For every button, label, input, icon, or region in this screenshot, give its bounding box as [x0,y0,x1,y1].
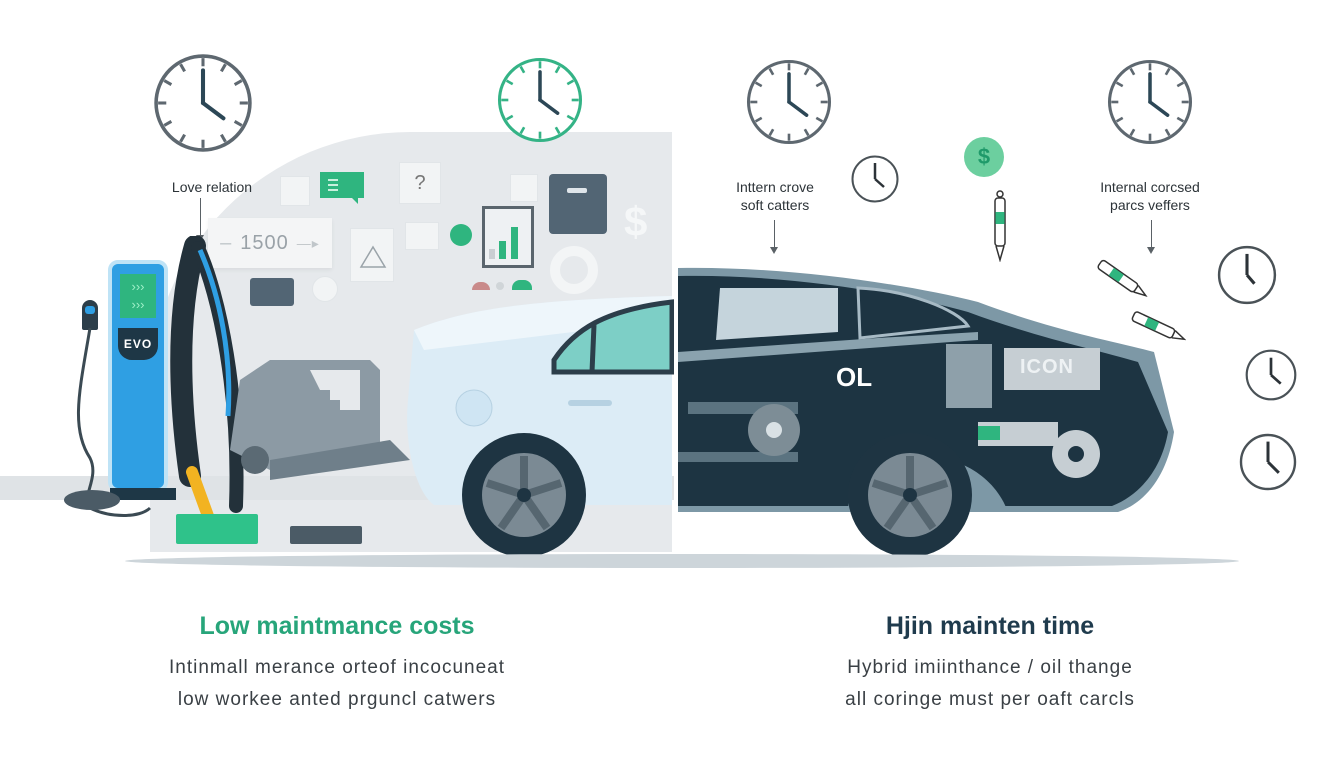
folder-icon [549,174,607,234]
left-heading: Low maintmance costs [199,612,475,640]
dollar-ghost-icon: $ [624,198,648,245]
green-battery-block [176,514,258,544]
warning-tile-icon [350,228,394,282]
left-text-line1: Intinmall merance orteof incocuneat [169,657,505,678]
charger-screen: ›››››› [120,274,156,318]
ground-shadow [125,554,1239,568]
engine-label-oil: OL [836,362,873,392]
charging-hose [170,236,244,522]
help-tile-icon: ? [399,162,441,204]
electric-car-illustration [407,296,674,557]
counter-display: –1500—▸ [208,218,332,268]
callout-arrow [1147,220,1155,254]
callout-arrow [770,220,778,254]
clock-icon-green [496,56,584,144]
charger-base [110,488,176,500]
counter-value: 1500 [240,231,289,254]
photo-tile-icon [280,176,310,206]
charger-brand-label: EVO [118,328,158,360]
clock-icon [1106,58,1194,146]
bar-chart-ghost-icon [510,174,538,202]
car-seat-interior [230,360,410,480]
spark-plug-icon [992,190,1008,262]
chat-bubble-icon [320,172,364,204]
left-text-line2: low workee anted prguncl catwers [177,689,497,710]
callout-right-line1: Internal corcsed [1100,179,1200,195]
clock-icon-small [1216,244,1278,306]
charging-plug-icon [82,300,98,330]
spark-plug-icon [1127,307,1190,348]
clock-icon-small [850,154,900,204]
envelope-icon [250,278,294,306]
badge-ghost-icon [312,276,338,302]
dollar-coin-icon: $ [964,137,1004,177]
callout-arrow [196,198,204,242]
spark-plug-icon [1092,255,1152,304]
callout-center-line1: Inttern crove [736,179,814,195]
mini-icons-row [472,280,534,292]
panel-divider [674,262,678,516]
callout-right-line2: parcs veffers [1110,197,1190,213]
clock-icon [152,52,254,154]
donut-chart-icon [550,246,598,294]
right-text-line2: all coringe must per oaft carcls [845,689,1135,710]
ev-charger-station: ›››››› EVO [108,260,168,492]
clock-icon-small [1244,348,1298,402]
right-heading: Hjin mainten time [885,612,1095,640]
right-text-line1: Hybrid imiinthance / oil thange [847,657,1133,678]
charging-cable [64,328,152,517]
callout-center-line2: soft catters [740,197,810,213]
combustion-car-cutaway [678,267,1174,557]
grey-tray-block [290,526,362,544]
clock-icon-small [1238,432,1298,492]
clock-icon [745,58,833,146]
engine-label-icon: ICON [1020,356,1074,378]
growth-chart-icon [482,206,534,268]
status-dot-icon [450,224,472,246]
grid-tile-icon [405,222,439,250]
callout-love-relation: Love relation [171,179,253,195]
